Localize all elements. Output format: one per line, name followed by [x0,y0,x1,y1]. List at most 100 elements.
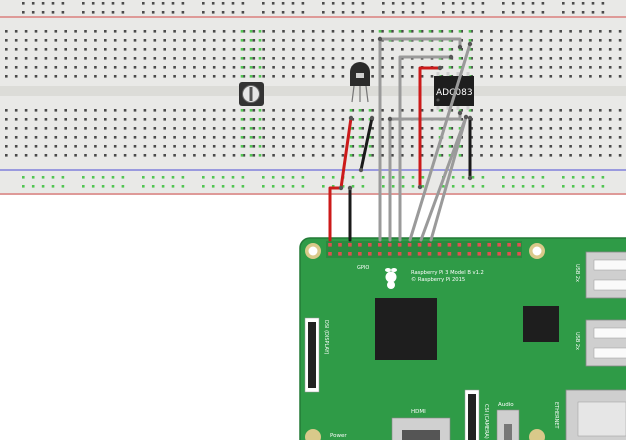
breadboard-hole [440,30,444,33]
breadboard-hole [599,30,602,33]
soc-chip [375,298,437,360]
wire-grey-3 [388,111,462,242]
connected-hole [249,136,253,139]
rail-hole [382,2,385,5]
connected-hole [349,145,353,148]
rail-hole [41,2,45,5]
breadboard-hole [252,127,256,130]
breadboard-hole [163,127,166,130]
breadboard-hole [262,127,265,130]
breadboard-hole [153,109,157,112]
rail-hole [271,185,275,188]
usb-port-1 [585,251,626,299]
breadboard-hole [480,39,483,42]
breadboard-hole [589,57,592,60]
wire-red-3 [418,66,442,189]
breadboard-hole [34,109,38,112]
breadboard-hole [311,66,315,69]
rail-hole [202,11,205,14]
connected-hole [418,30,422,33]
rail-hole [502,185,505,188]
rail-hole [341,185,345,188]
breadboard-hole [519,154,523,157]
gpio-pin [467,252,472,256]
rail-hole [401,2,405,5]
breadboard-hole [470,109,473,112]
breadboard-hole [420,75,424,78]
breadboard-hole [500,145,503,148]
rail-hole [301,185,305,188]
breadboard-hole [113,136,117,139]
connected-hole [240,145,244,148]
connected-hole [258,57,262,60]
breadboard-hole [133,127,137,130]
breadboard-hole [282,39,285,42]
rail-hole [541,2,545,5]
breadboard-hole [490,39,493,42]
breadboard-hole [509,30,513,33]
breadboard-hole [143,154,147,157]
breadboard-hole [381,30,384,33]
breadboard-hole [549,154,553,157]
breadboard-hole [539,109,543,112]
rail-hole [581,11,585,14]
breadboard-hole [203,118,206,121]
breadboard-hole [54,154,58,157]
breadboard-hole [54,109,58,112]
breadboard-hole [302,145,305,148]
breadboard-hole [44,30,48,33]
breadboard-hole [599,48,602,51]
breadboard-hole [391,66,394,69]
breadboard-hole [84,39,87,42]
breadboard-hole [64,118,67,121]
breadboard-hole [480,66,483,69]
connected-hole [468,109,472,112]
rail-hole [171,2,175,5]
connected-hole [438,109,442,112]
breadboard-hole [410,66,414,69]
breadboard-hole [302,118,305,121]
rail-hole [111,2,115,5]
rail-hole [581,176,585,179]
breadboard-hole [14,136,18,139]
breadboard-hole [341,66,345,69]
connected-hole [448,66,452,69]
breadboard-hole [569,145,572,148]
rail-hole [31,185,35,188]
connected-hole [240,57,244,60]
breadboard-hole [262,154,265,157]
gpio-pin [407,243,412,247]
breadboard-hole [440,48,444,51]
potentiometer-slot [249,87,253,101]
breadboard-hole [104,57,107,60]
breadboard-hole [490,30,493,33]
connected-hole [458,127,462,130]
rail-hole [481,11,485,14]
rail-hole [322,185,325,188]
adc-pin [446,72,450,76]
breadboard-hole [153,48,157,51]
breadboard-hole [222,66,226,69]
rail-hole [461,185,465,188]
breadboard-hole [153,127,157,130]
adc-pin [436,72,440,76]
breadboard-hole [420,109,424,112]
breadboard-hole [549,48,553,51]
rail-hole [41,11,45,14]
breadboard-hole [401,66,404,69]
breadboard-hole [212,30,216,33]
breadboard-hole [193,154,196,157]
breadboard-hole [24,109,28,112]
breadboard-hole [163,75,166,78]
rail-hole [382,176,385,179]
breadboard-hole [381,48,384,51]
breadboard-hole [500,39,503,42]
breadboard-hole [569,48,572,51]
breadboard-hole [104,127,107,130]
breadboard-hole [490,154,493,157]
breadboard-hole [44,109,48,112]
breadboard-hole [54,39,58,42]
breadboard-hole [569,127,572,130]
rail-hole [481,185,485,188]
dsi-label: DSI (DISPLAY) [323,320,329,355]
